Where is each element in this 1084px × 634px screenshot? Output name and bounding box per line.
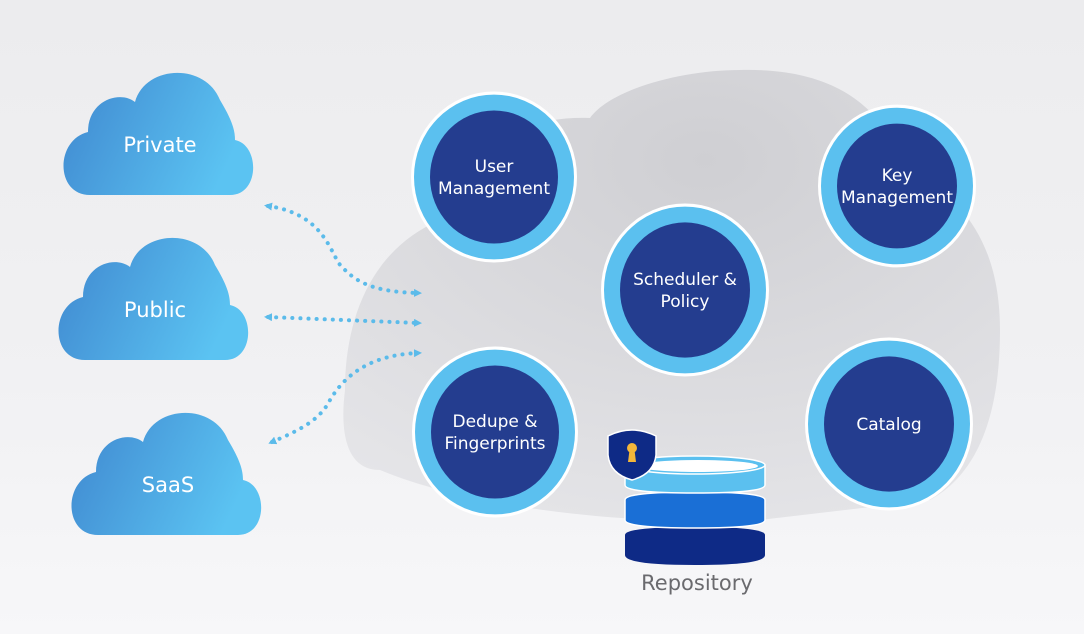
- service-node-label: Fingerprints: [444, 434, 545, 454]
- source-cloud-public[interactable]: Public: [58, 237, 249, 360]
- service-node-label: User: [475, 157, 514, 177]
- service-node-dedupe-fingerprints[interactable]: Dedupe &Fingerprints: [412, 346, 578, 518]
- cloud-icon: [58, 237, 249, 360]
- service-node-label: Policy: [661, 292, 710, 312]
- connection-saas: [268, 349, 422, 445]
- source-cloud-label: Public: [124, 298, 186, 322]
- node-core: [431, 365, 559, 499]
- service-node-label: Dedupe &: [452, 412, 537, 432]
- repository[interactable]: Repository: [607, 429, 766, 595]
- repository-label: Repository: [641, 571, 753, 595]
- node-core: [837, 123, 957, 249]
- keyhole-shield-icon: [607, 429, 657, 481]
- service-node-label: Management: [438, 179, 550, 199]
- node-core: [620, 222, 750, 358]
- cloud-icon: [71, 412, 262, 535]
- node-core: [430, 110, 558, 244]
- service-node-scheduler-policy[interactable]: Scheduler &Policy: [601, 203, 769, 377]
- service-node-label: Catalog: [856, 415, 921, 435]
- database-icon: [624, 455, 766, 565]
- service-node-label: Key: [882, 166, 913, 186]
- service-node-label: Scheduler &: [633, 270, 737, 290]
- connection-public: [264, 313, 422, 327]
- cloud-icon: [63, 72, 254, 195]
- source-cloud-private[interactable]: Private: [63, 72, 254, 195]
- source-cloud-label: Private: [123, 133, 196, 157]
- service-node-label: Management: [841, 188, 953, 208]
- node-core: [824, 356, 954, 492]
- source-cloud-label: SaaS: [142, 473, 194, 497]
- connection-private: [264, 202, 422, 297]
- connections: [264, 202, 422, 445]
- service-node-catalog[interactable]: Catalog: [805, 337, 973, 511]
- source-cloud-saas[interactable]: SaaS: [71, 412, 262, 535]
